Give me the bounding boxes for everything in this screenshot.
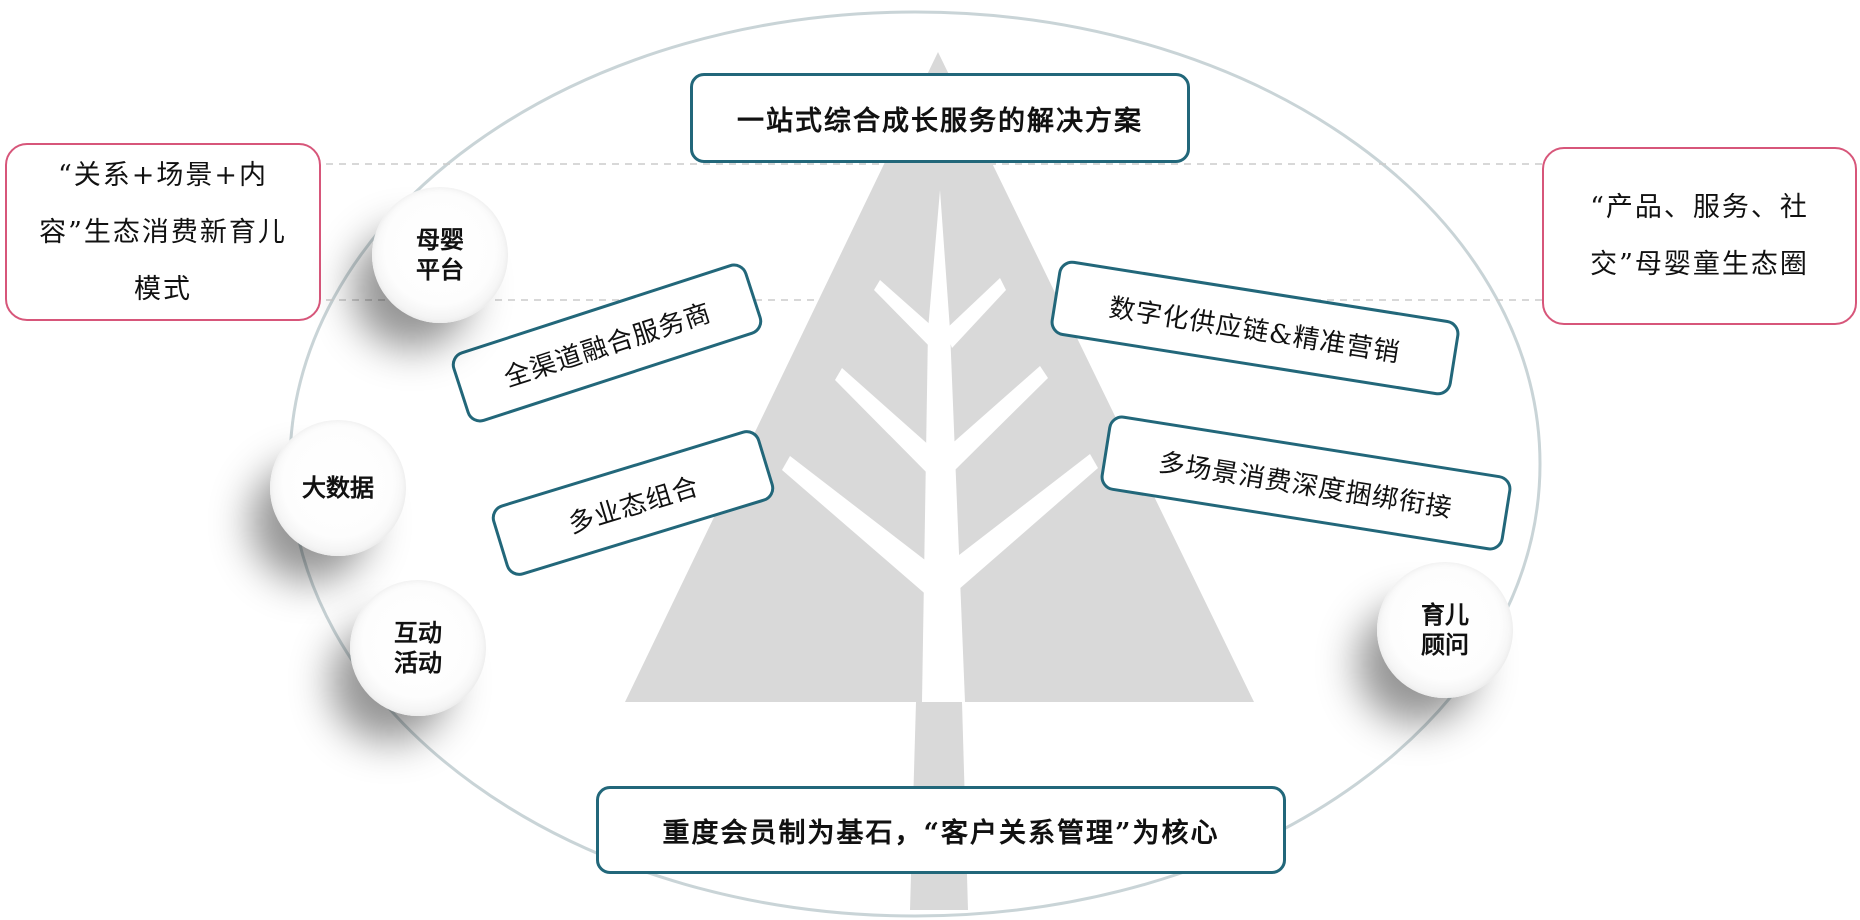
left-note-box: “关系+场景+内容”生态消费新育儿模式 [5,143,321,321]
circle-bigdata-text: 大数据 [302,474,374,502]
foundation-text: 重度会员制为基石，“客户关系管理”为核心 [662,817,1220,849]
circle-advisor-text: 育儿顾问 [1421,601,1469,659]
circle-maternal-text: 母婴平台 [416,226,464,284]
tree-branches-icon [782,190,1098,702]
left-note-text: “关系+场景+内容”生态消费新育儿模式 [39,159,287,305]
circle-interactive-activity: 互动活动 [350,580,486,716]
circle-parenting-advisor: 育儿顾问 [1377,562,1513,698]
title-box: 一站式综合成长服务的解决方案 [690,73,1190,163]
circle-big-data: 大数据 [270,420,406,556]
right-note-box: “产品、服务、社交”母婴童生态圈 [1542,147,1857,325]
circle-maternal-platform: 母婴平台 [372,187,508,323]
right-note-text: “产品、服务、社交”母婴童生态圈 [1590,192,1809,280]
circle-activity-text: 互动活动 [394,619,442,677]
title-text: 一站式综合成长服务的解决方案 [737,105,1143,137]
foundation-box: 重度会员制为基石，“客户关系管理”为核心 [596,786,1286,874]
